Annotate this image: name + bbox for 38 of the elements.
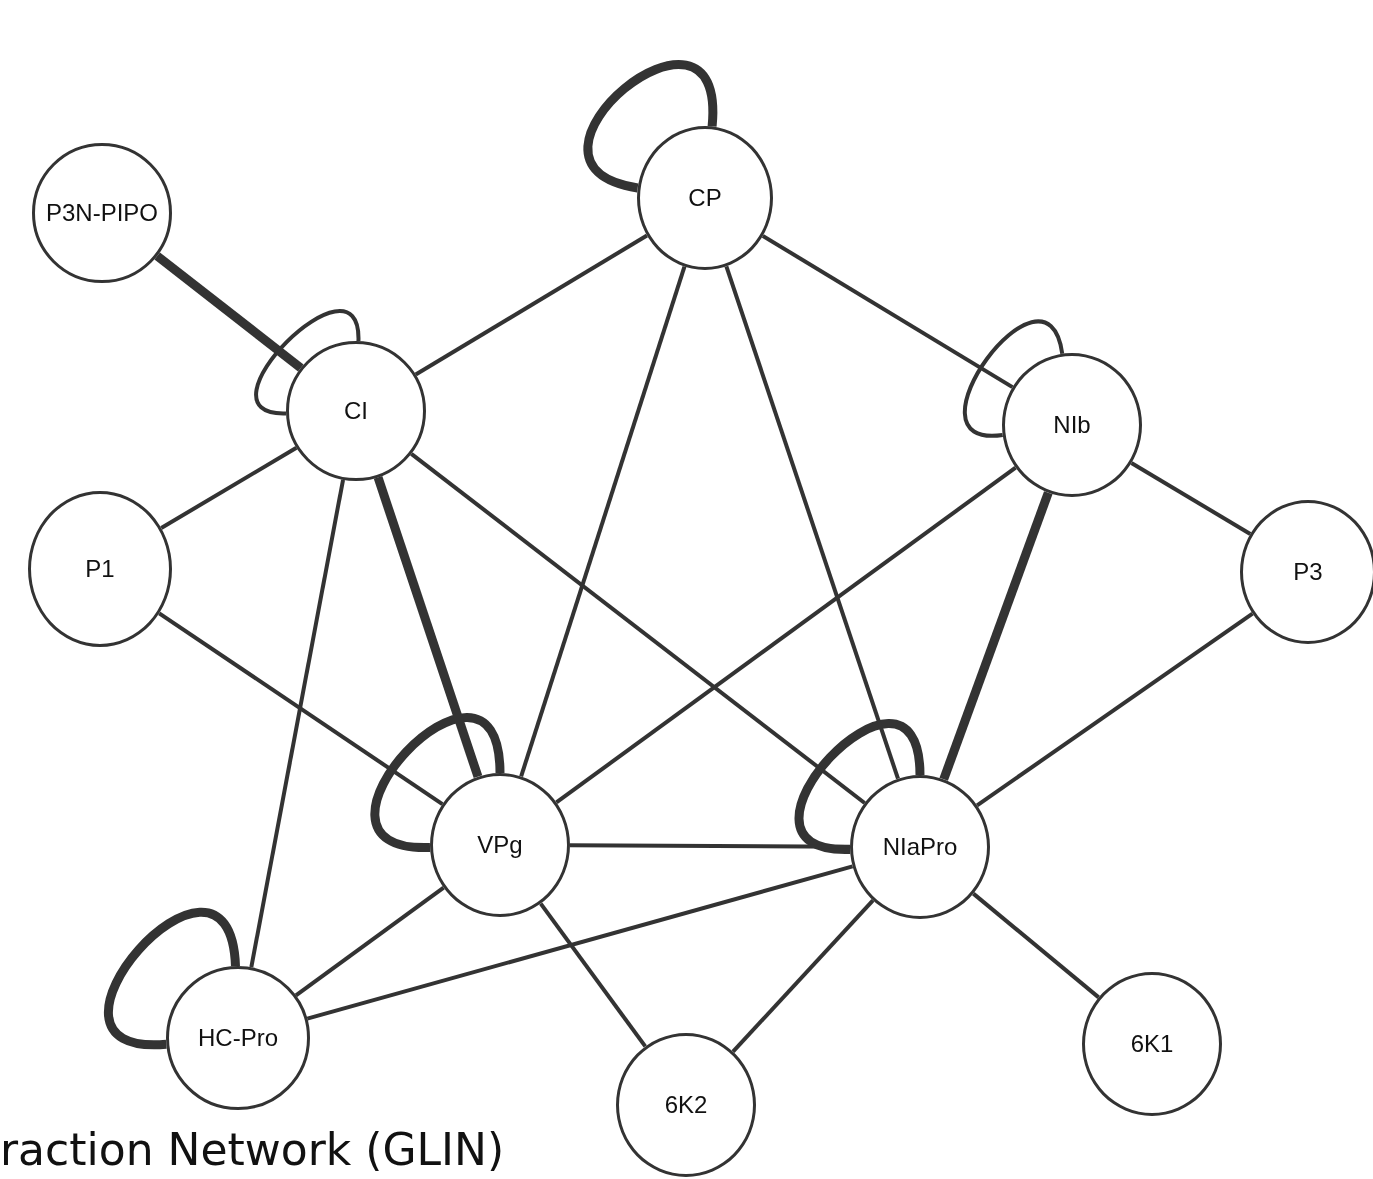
connector-line — [249, 479, 345, 968]
node-label: HC-Pro — [198, 1024, 278, 1052]
node-label: P1 — [85, 555, 115, 583]
self-loop — [370, 713, 505, 852]
connector-line — [939, 491, 1053, 781]
connector-line — [731, 898, 875, 1054]
self-loop — [963, 320, 1065, 437]
self-loop — [794, 719, 925, 854]
connector-line — [539, 902, 647, 1048]
node-label: P3 — [1293, 558, 1323, 586]
node-label: 6K1 — [1130, 1030, 1174, 1058]
connector-line — [724, 265, 900, 780]
connector-line — [158, 611, 444, 806]
connector-line — [410, 452, 866, 805]
connector-line — [1130, 461, 1252, 536]
connector-line — [570, 843, 850, 849]
connector-line — [160, 446, 298, 530]
connector-line — [519, 266, 687, 777]
connector-line — [761, 234, 1014, 389]
connector-line — [294, 886, 445, 997]
self-loop — [254, 309, 361, 416]
node-label: CP — [688, 184, 722, 212]
node-label: 6K2 — [664, 1091, 708, 1119]
self-loop — [583, 60, 717, 193]
node-label: P3N-PIPO — [46, 199, 158, 227]
node-label: CI — [344, 397, 368, 425]
connector-line — [555, 466, 1017, 804]
caption-text: raction Network (GLIN) — [0, 1128, 505, 1172]
node-label: VPg — [477, 831, 523, 859]
node-label: NIb — [1053, 411, 1091, 439]
connector-line — [306, 864, 854, 1021]
connector-line — [975, 612, 1254, 807]
connector-line — [972, 892, 1100, 999]
self-loop — [104, 908, 240, 1049]
node-label: NIaPro — [882, 833, 958, 861]
connector-line — [414, 233, 648, 377]
connector-line — [154, 252, 304, 372]
connector-line — [373, 476, 483, 779]
